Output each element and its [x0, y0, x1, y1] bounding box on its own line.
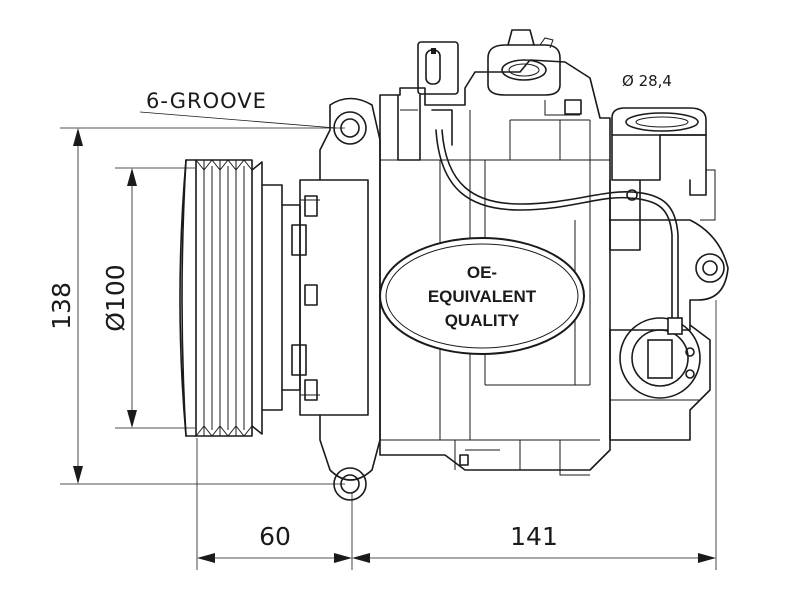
port-diameter-label: Ø 28,4 — [622, 72, 672, 90]
suction-port — [487, 29, 561, 96]
wire-harness — [435, 129, 683, 335]
pulley-offset-dimension: 60 — [259, 522, 291, 551]
dimension-lines — [60, 111, 717, 570]
badge-line-1: OE- — [467, 263, 497, 282]
oe-quality-badge: OE- EQUIVALENT QUALITY — [379, 237, 585, 355]
connector — [397, 41, 459, 161]
control-valve — [609, 317, 711, 441]
right-mount — [609, 219, 729, 331]
badge-line-2: EQUIVALENT — [428, 287, 537, 306]
groove-label: 6-GROOVE — [146, 89, 267, 113]
pulley-diameter-dimension: Ø100 — [101, 264, 130, 331]
discharge-port — [609, 107, 716, 251]
front-housing — [299, 97, 381, 501]
badge-line-3: QUALITY — [445, 311, 520, 330]
height-dimension: 138 — [47, 282, 76, 330]
body-length-dimension: 141 — [510, 522, 558, 551]
pulley — [179, 159, 307, 437]
